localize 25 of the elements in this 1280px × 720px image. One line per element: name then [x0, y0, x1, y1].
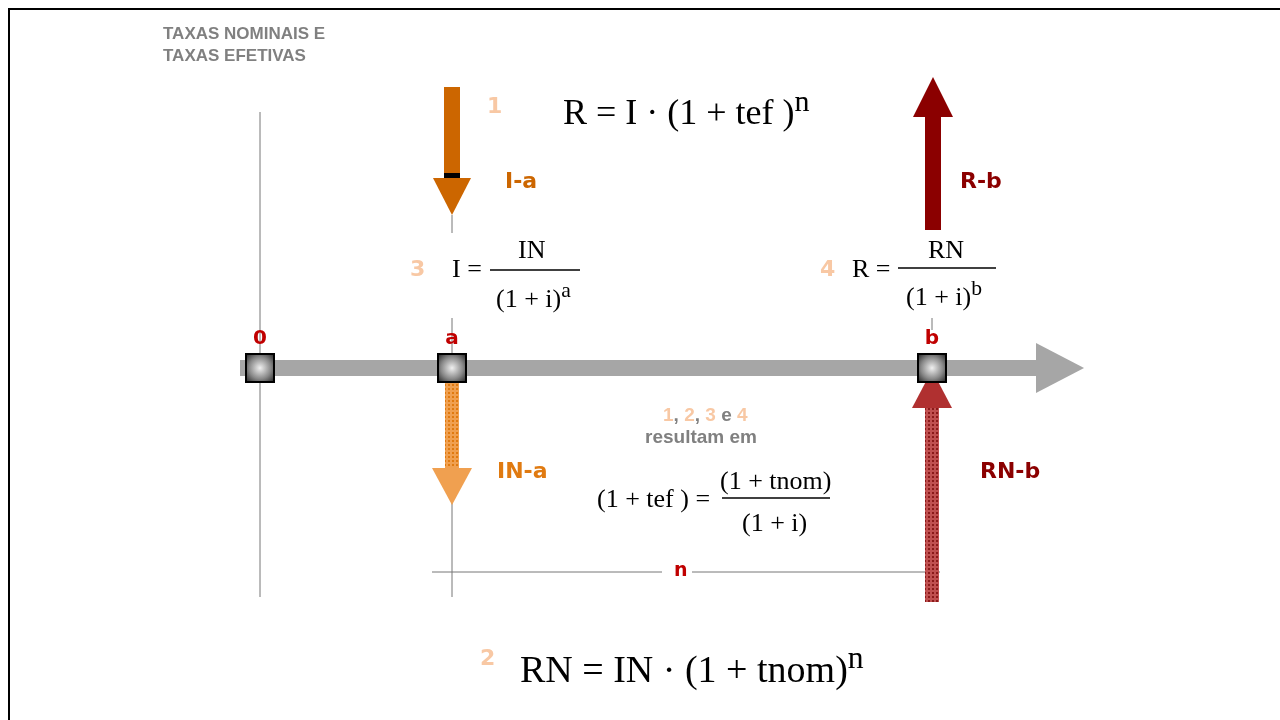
time-point-label: b: [923, 325, 941, 349]
step-number: 2: [480, 645, 496, 670]
formula: (1 + i)$^{b}$: [906, 276, 983, 312]
formula: RN: [928, 235, 965, 265]
step-number: 4: [820, 256, 836, 281]
formula: (1 + tnom): [720, 466, 832, 496]
note-text: 1, 2, 3 e 4: [663, 404, 748, 426]
flow-label: RN-b: [980, 458, 1041, 483]
note-text: resultam em: [645, 426, 757, 448]
time-point-label: a: [444, 325, 460, 349]
formula: R = I · (1 + tef )$^{n}$: [563, 84, 810, 133]
title: TAXAS NOMINAIS E TAXAS EFETIVAS: [163, 23, 327, 67]
step-number: 1: [487, 93, 503, 118]
formula: (1 + tef ) =: [597, 484, 711, 514]
formula: IN: [518, 235, 546, 265]
formula: I =: [452, 254, 482, 284]
time-point-label: 0: [252, 325, 268, 349]
flow-label: R-b: [960, 168, 1002, 193]
formula: (1 + i)$^{a}$: [496, 278, 571, 314]
flow-label: IN-a: [497, 458, 548, 483]
formula: (1 + i): [742, 508, 808, 538]
formula: RN = IN · (1 + tnom)$^{n}$: [520, 640, 864, 691]
step-number: 3: [410, 256, 426, 281]
flow-label: I-a: [505, 168, 538, 193]
formula: R =: [852, 254, 891, 284]
